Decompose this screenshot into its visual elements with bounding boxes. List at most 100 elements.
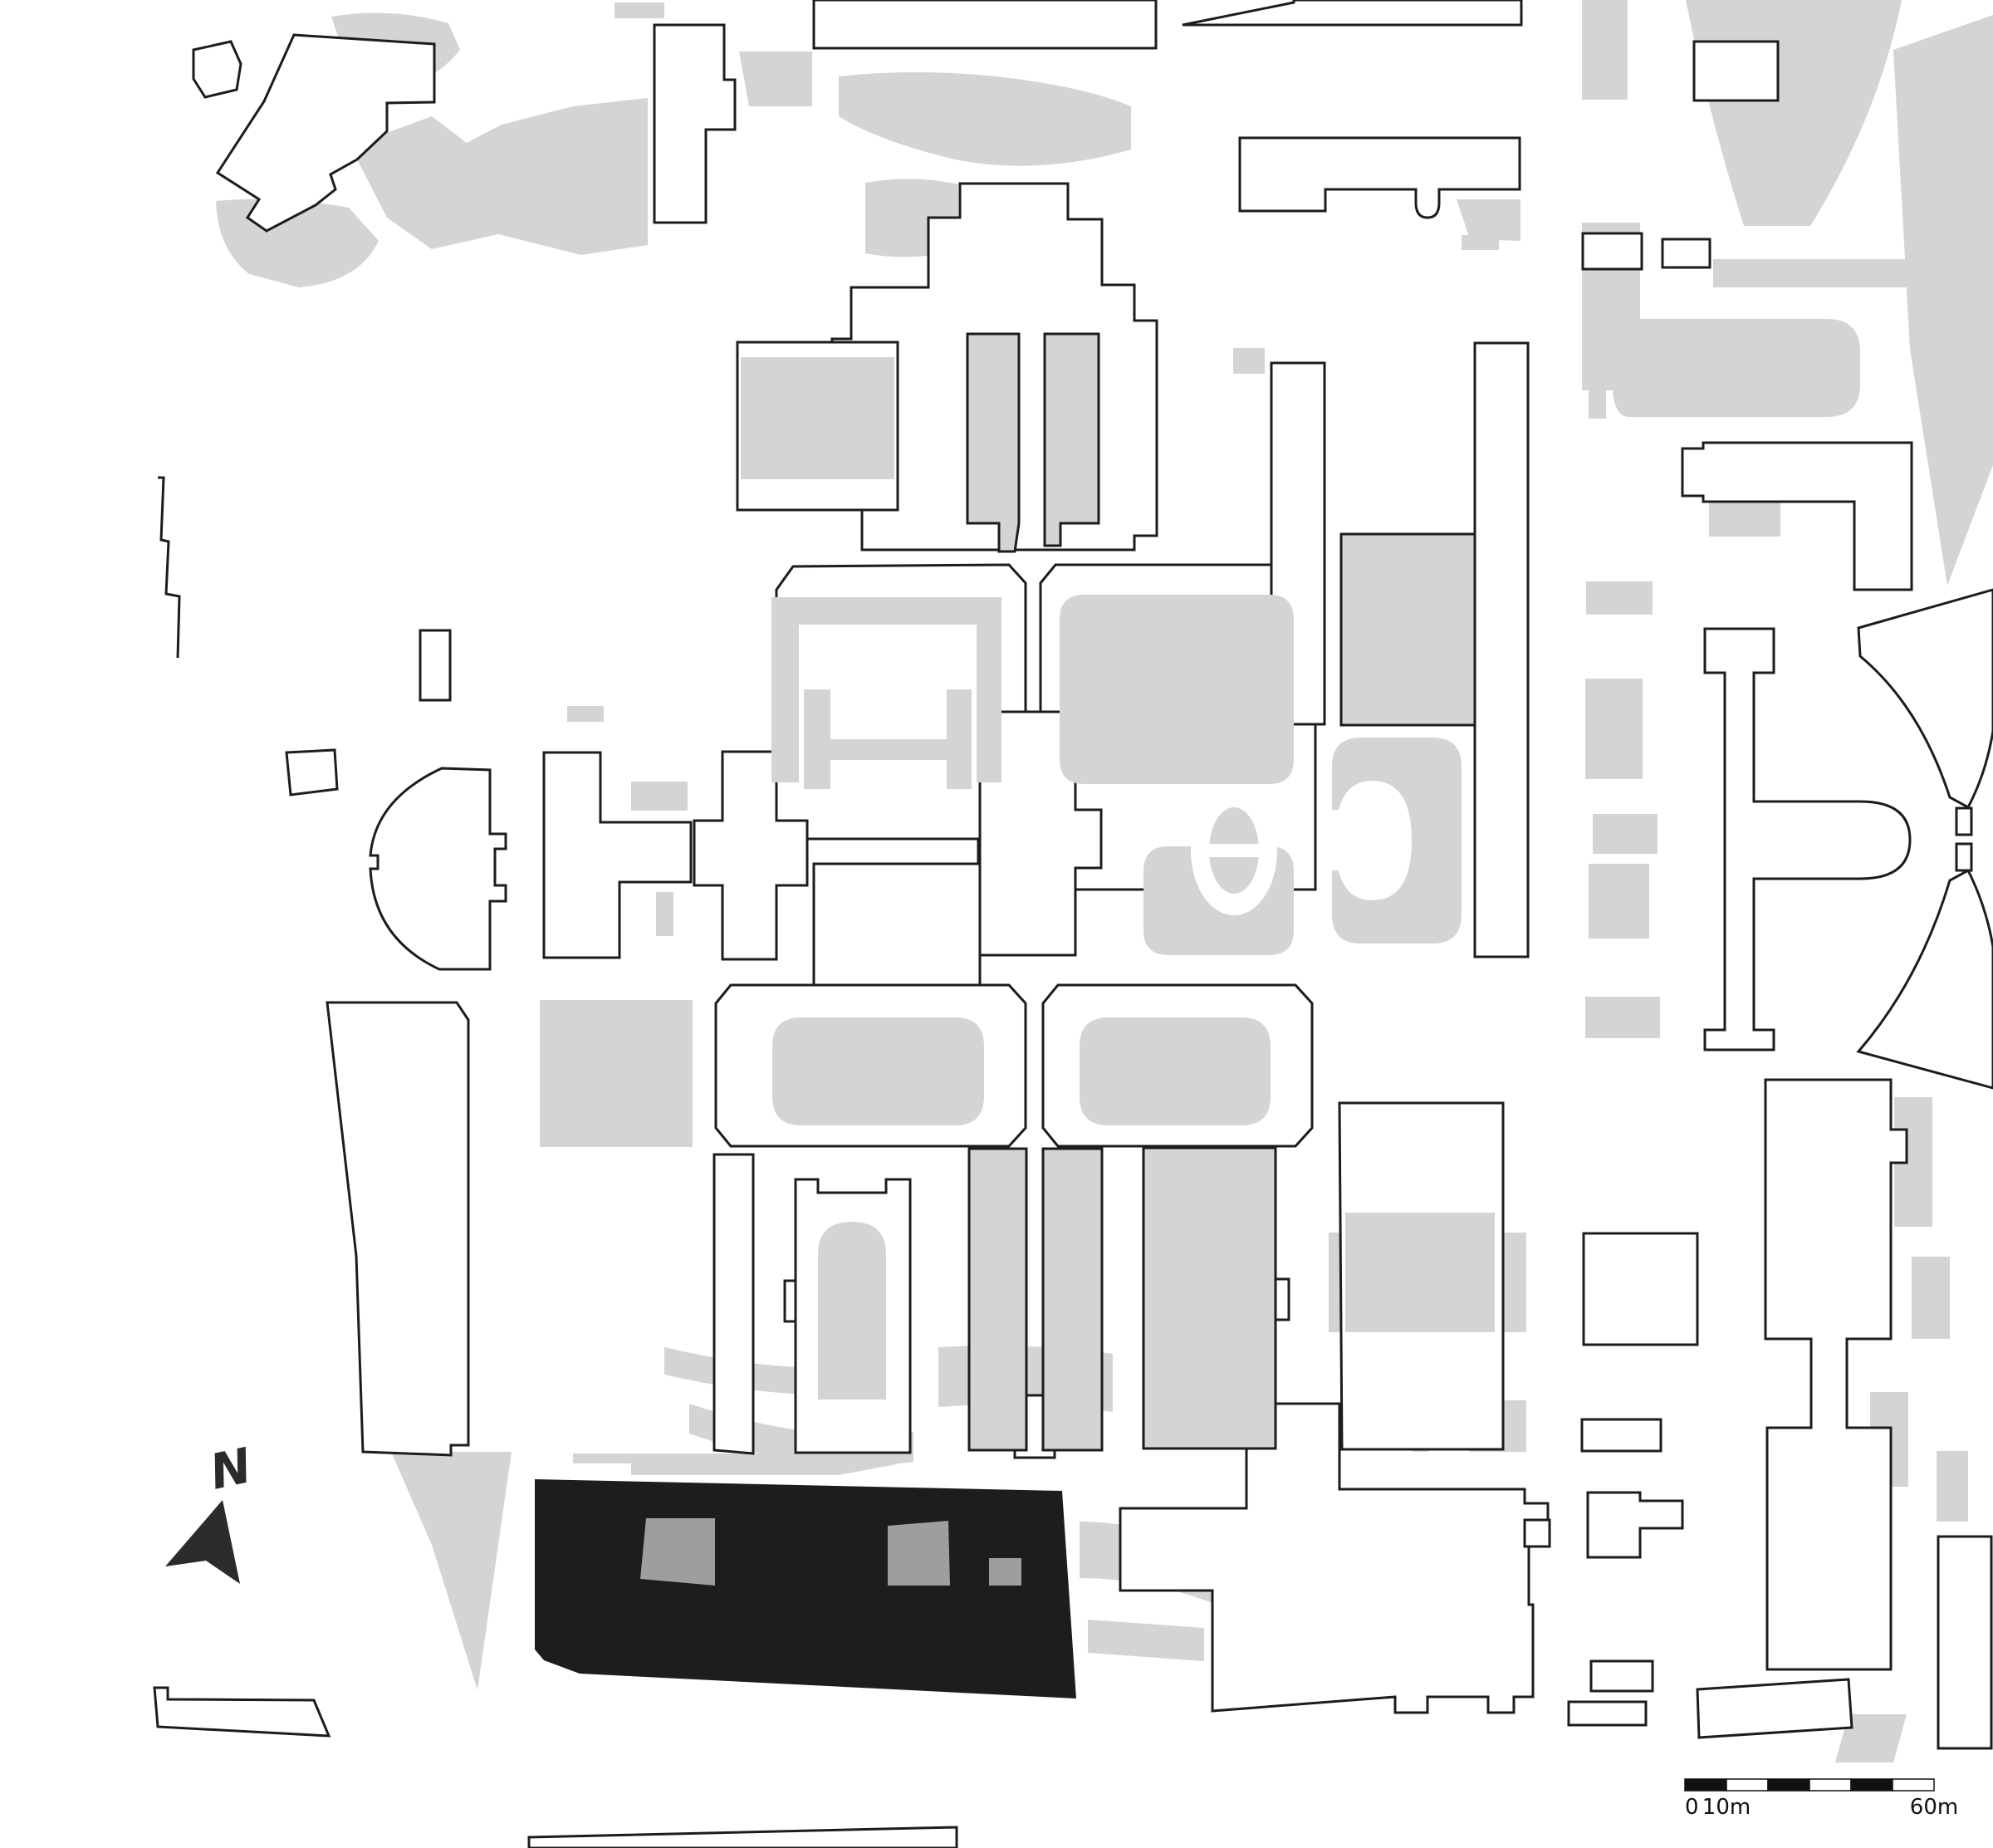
site-building-black xyxy=(535,1479,1076,1698)
scale-bar-segment xyxy=(1809,1778,1852,1792)
oval-garden-layer xyxy=(1191,786,1277,915)
building-cross-west xyxy=(693,750,809,961)
building-crescent-upper xyxy=(1857,588,1993,810)
building-sw-sliver xyxy=(153,1686,331,1738)
green-nw-corner-strip xyxy=(615,2,664,18)
scale-bar-segment xyxy=(1850,1778,1893,1792)
building-se-right-edge xyxy=(1937,1535,1993,1750)
court-upper-left-inner-1 xyxy=(804,689,830,789)
scale-bar-segment xyxy=(1726,1778,1769,1792)
building-twin-slab-se xyxy=(1041,1147,1104,1452)
scale-label-ten: 10m xyxy=(1702,1795,1751,1820)
oval-garden-path xyxy=(1209,844,1259,857)
north-arrow-icon xyxy=(165,1500,240,1584)
building-sw-tall xyxy=(326,1001,470,1457)
green-mid-small-2 xyxy=(656,892,673,936)
court-upper-right xyxy=(1060,595,1294,784)
building-se-small-2 xyxy=(1567,1700,1648,1727)
building-small-trapezoid xyxy=(285,748,339,797)
building-crescent-tooth-1 xyxy=(1955,806,1973,836)
green-tr-small-bar xyxy=(1462,235,1499,250)
building-top-right-upper xyxy=(1182,0,1523,27)
green-west-of-quad-square xyxy=(540,1000,693,1147)
court-lower-right xyxy=(1080,1017,1271,1125)
scale-bar-segment xyxy=(1684,1778,1727,1792)
green-mid-road-2 xyxy=(1088,1620,1204,1661)
building-hexagon-nw xyxy=(192,40,242,99)
green-ne-of-neighbor xyxy=(1233,348,1265,374)
north-label: N xyxy=(205,1437,257,1501)
scale-bar: 0 10m 60m xyxy=(1684,1778,1958,1820)
building-top-left-wing xyxy=(653,23,737,224)
scale-bar-segments xyxy=(1684,1778,1935,1792)
north-arrow: N xyxy=(165,1437,257,1584)
court-upper-left-inner-3 xyxy=(818,739,959,760)
scale-bar-segment xyxy=(1892,1778,1935,1792)
building-se-cross xyxy=(1119,1402,1550,1714)
green-west-triangle xyxy=(391,1452,512,1690)
building-small-vertical xyxy=(419,629,452,702)
court-row-east-inset xyxy=(1345,1213,1495,1332)
green-east-col-4 xyxy=(1585,679,1643,779)
green-ne-blob xyxy=(1613,319,1860,417)
building-top-center xyxy=(812,0,1158,50)
court-neighbor-gray xyxy=(741,357,894,479)
building-se-small-1 xyxy=(1589,1659,1654,1693)
green-east-col-6 xyxy=(1589,864,1649,939)
green-ne-swoosh xyxy=(1686,0,1902,226)
site-building-layer xyxy=(535,1479,1076,1698)
site-court-middle xyxy=(888,1521,950,1586)
green-nw-mass xyxy=(357,98,648,255)
building-tiny-square xyxy=(1523,1518,1551,1548)
building-twin-slab-nw xyxy=(966,332,1021,553)
court-row-arch xyxy=(818,1222,886,1399)
court-upper-left-ring xyxy=(771,597,1001,782)
green-top-center-swoosh xyxy=(839,72,1131,166)
building-twin-slab-sw xyxy=(967,1147,1028,1452)
street-lines-layer xyxy=(158,476,181,659)
building-ne-square xyxy=(1692,40,1780,102)
building-crescent-lower xyxy=(1856,868,1993,1090)
green-mid-small-3 xyxy=(567,706,604,722)
court-lower-left xyxy=(772,1017,984,1125)
building-ne-quad xyxy=(1339,532,1476,727)
scale-label-zero: 0 xyxy=(1685,1795,1699,1820)
green-mid-small-1 xyxy=(631,782,688,811)
building-twin-slab-ne xyxy=(1043,332,1100,547)
building-se-l-shape xyxy=(1586,1491,1684,1559)
green-east-col-3 xyxy=(1586,581,1653,615)
building-d-shape xyxy=(369,767,507,971)
building-se-small-bar xyxy=(1580,1418,1662,1453)
street-edge-west xyxy=(158,476,181,659)
site-court-left xyxy=(640,1518,715,1586)
building-south-sliver xyxy=(527,1826,958,1848)
green-ne-bar xyxy=(1713,259,1911,287)
building-east-hook xyxy=(1681,441,1913,591)
green-east-col-5 xyxy=(1593,814,1658,854)
green-se-4 xyxy=(1937,1451,1968,1522)
building-t-shape xyxy=(542,751,693,959)
green-east-col-7 xyxy=(1585,997,1660,1038)
scale-label-sixty: 60m xyxy=(1910,1795,1958,1820)
court-row-d-inset xyxy=(1163,1189,1263,1428)
green-se-diag-blob xyxy=(1835,1714,1907,1762)
building-row-slab-1 xyxy=(712,1153,755,1455)
green-top-wing-piece xyxy=(739,51,812,106)
building-long-v2 xyxy=(1473,341,1530,958)
green-east-diagonal-road xyxy=(1893,15,1993,586)
site-court-small xyxy=(989,1558,1021,1586)
scale-bar-segment xyxy=(1767,1778,1810,1792)
green-se-2 xyxy=(1912,1257,1950,1339)
building-top-right-u-notch xyxy=(1238,136,1521,219)
building-east-tall-cross xyxy=(1764,1078,1908,1671)
green-tr-under-building xyxy=(1457,199,1520,241)
building-row-d-tab xyxy=(1274,1277,1290,1321)
building-ne-small-2 xyxy=(1661,238,1711,269)
green-east-blob-2 xyxy=(1709,493,1780,537)
building-row-arched-tab xyxy=(783,1279,797,1323)
building-ne-small-1 xyxy=(1581,232,1643,271)
building-east-h xyxy=(1703,627,1912,1051)
green-east-col-1 xyxy=(1582,0,1628,100)
